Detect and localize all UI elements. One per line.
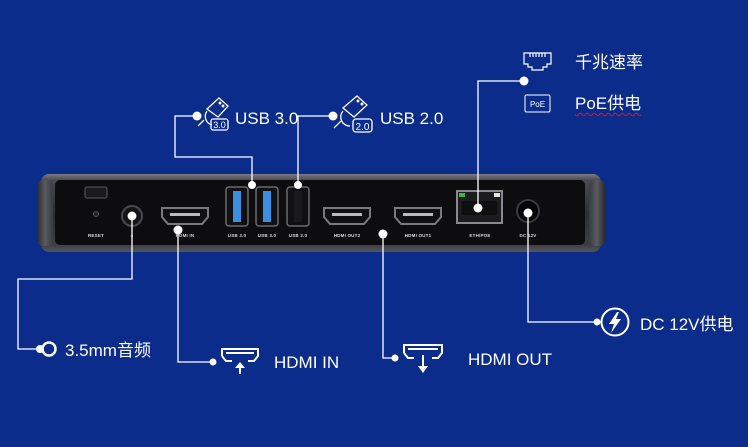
ethernet-port-icon	[523, 52, 552, 71]
hdmi-in-port	[161, 207, 209, 225]
hdmi-in-callout-dot	[209, 358, 217, 366]
usb20-callout-dot	[328, 111, 338, 121]
dc-callout-dot	[593, 318, 601, 326]
usb30-callout-dot	[192, 111, 202, 121]
reset-port	[84, 186, 108, 217]
port-label-reset: RESET	[87, 233, 104, 238]
port-label-eth: ETH/POE	[469, 233, 491, 238]
gigabit-label: 千兆速率	[575, 53, 643, 72]
hdmi-out-leader-line	[382, 234, 395, 359]
usb-icon	[333, 95, 373, 133]
port-label-hdmi-out1: HDMI OUT1	[404, 233, 432, 238]
port-label-usb2: USB 2.0	[288, 233, 308, 238]
port-label-usb3-2: USB 3.0	[257, 233, 277, 238]
poe-badge-icon	[524, 94, 551, 113]
usb30-label: USB 3.0	[235, 109, 299, 128]
usb20-label: USB 2.0	[380, 109, 444, 128]
usb3-port-2	[255, 186, 279, 227]
hdmi-out-icon	[403, 344, 443, 373]
hdmi-out2-port	[323, 207, 371, 225]
poe-label-text: PoE供电	[575, 94, 642, 113]
hdmi-out-callout-dot	[391, 354, 399, 362]
audio-port-dot	[127, 211, 137, 221]
hdmi-out1-port	[394, 207, 442, 225]
usb20-icon-badge: 2.0	[356, 122, 370, 133]
dc-label: DC 12V供电	[640, 315, 734, 334]
hdmi-in-icon	[221, 348, 259, 374]
usb30-icon-badge: 3.0	[213, 120, 226, 130]
port-label-usb3-1: USB 3.0	[227, 233, 247, 238]
hdmi-out-port-dot	[378, 229, 388, 239]
eth-leader-line	[477, 80, 524, 208]
usb3-port-1	[225, 186, 249, 227]
audio-leader-line	[17, 216, 133, 350]
audio-label: 3.5mm音频	[65, 341, 151, 360]
usb20-leader-line	[297, 115, 333, 185]
port-label-hdmi-out2: HDMI OUT2	[333, 233, 361, 238]
port-label-hdmi-in: HDMI IN	[175, 233, 195, 238]
hdmi-in-leader-line	[177, 230, 212, 363]
usb30-leader-line	[174, 115, 253, 185]
hdmi-in-port-dot	[173, 225, 183, 235]
dc-port-dot	[523, 208, 533, 218]
eth-callout-dot	[519, 76, 529, 86]
audio-jack-icon	[41, 341, 57, 357]
dc-leader-line	[527, 213, 596, 323]
poe-label: PoE供电	[575, 95, 641, 112]
usb20-port-dot	[294, 181, 302, 189]
usb30-port-dot	[248, 181, 256, 189]
usb-icon	[197, 97, 229, 131]
poe-badge-text: PoE	[530, 100, 545, 109]
eth-port-dot	[473, 203, 483, 213]
lightning-icon	[600, 307, 630, 337]
hdmi-out-label: HDMI OUT	[468, 350, 553, 369]
hdmi-in-label: HDMI IN	[274, 353, 340, 372]
